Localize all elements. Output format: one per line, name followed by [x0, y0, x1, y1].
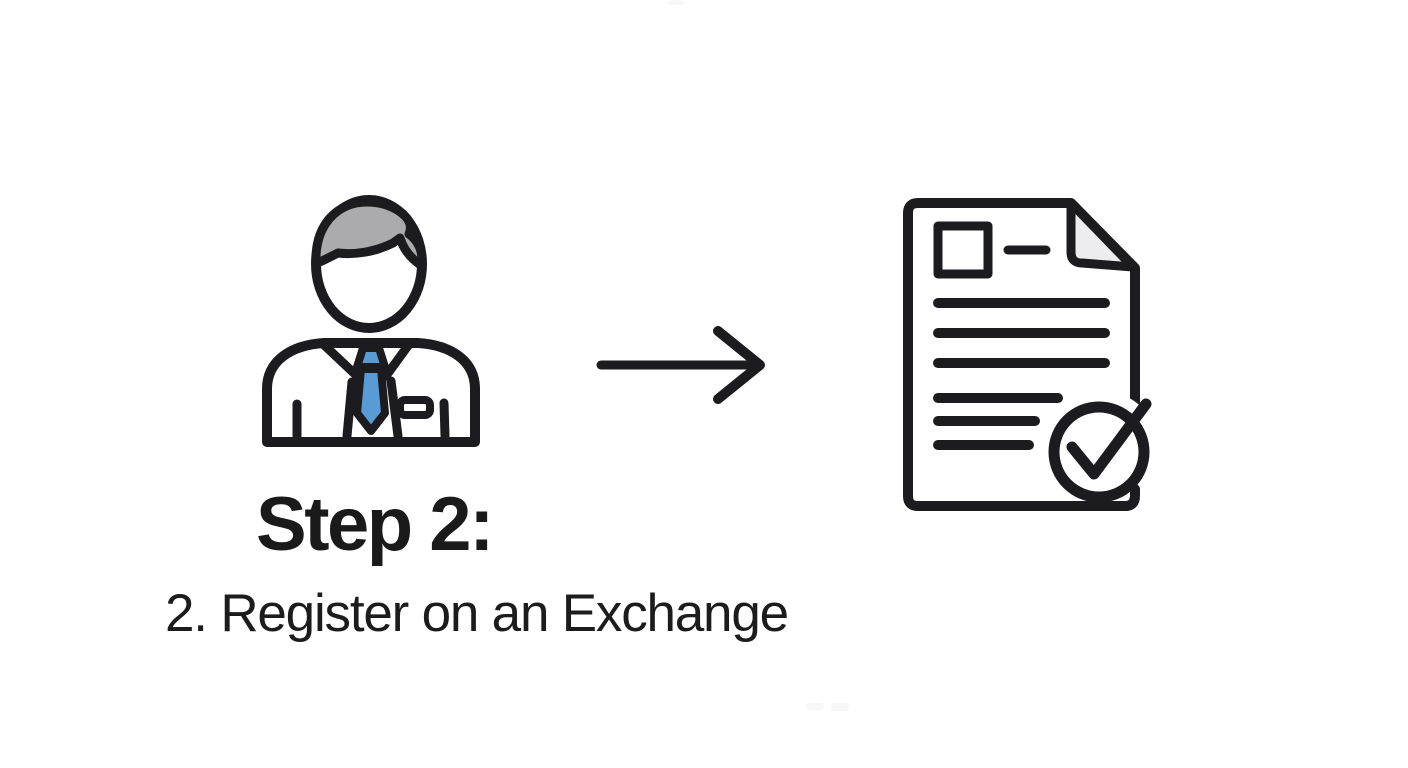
step-caption: 2. Register on an Exchange [165, 584, 789, 643]
person-tie-knot [353, 344, 389, 371]
document-bottom-edge [918, 484, 1140, 511]
document-fold-corner [1066, 198, 1138, 272]
arrow-right-icon [596, 326, 765, 404]
arrow-head [713, 326, 765, 404]
watermark-smudge [668, 0, 684, 5]
person-seam-right [439, 398, 450, 441]
person-tie-icon [353, 365, 389, 435]
document-photo-box [933, 221, 993, 279]
businessperson-icon [262, 195, 480, 447]
step-heading: Step 2: [256, 482, 494, 567]
person-hair-icon [311, 197, 427, 271]
person-jacket-edge-right [386, 376, 403, 441]
watermark-smudge [806, 703, 824, 710]
person-lapel-right [381, 338, 415, 381]
person-pocket [396, 396, 434, 419]
person-lapel-left [318, 339, 362, 381]
document-check-icon [903, 198, 1161, 514]
watermark-smudge [831, 703, 849, 711]
checkmark-icon [1066, 398, 1152, 480]
person-jacket-edge-left [342, 377, 357, 441]
